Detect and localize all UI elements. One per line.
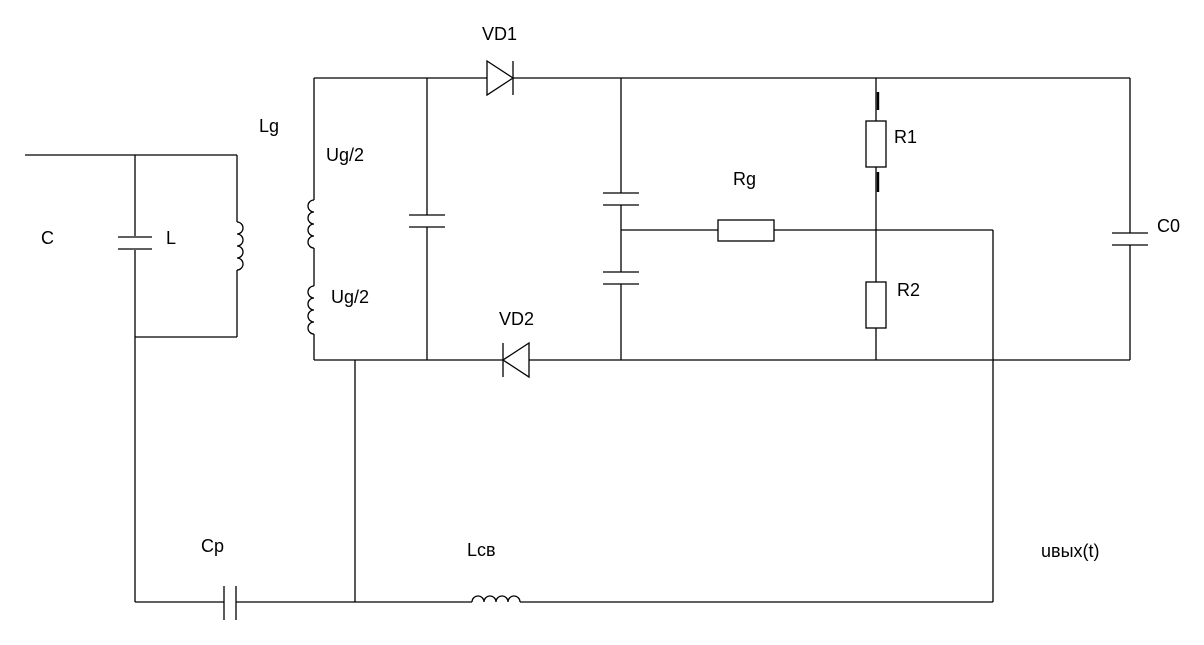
- label-lg: Lg: [259, 116, 279, 136]
- inductor-lg-lower-symbol: [307, 285, 315, 335]
- input-tank-wires: [25, 154, 238, 602]
- label-uout: uвых(t): [1041, 541, 1100, 561]
- label-rg: Rg: [733, 169, 756, 189]
- capacitor-c0: [1112, 78, 1148, 360]
- inductor-lcb-symbol: [471, 595, 521, 603]
- label-r1: R1: [894, 127, 917, 147]
- label-c0: C0: [1157, 216, 1180, 236]
- label-cp: Cp: [201, 536, 224, 556]
- capacitor-cp-symbol: [223, 586, 237, 620]
- resistor-r1-r2: [865, 78, 887, 360]
- capacitor-parallel-coil: [409, 78, 445, 360]
- diode-vd1-symbol: [486, 59, 515, 97]
- label-vd2: VD2: [499, 309, 534, 329]
- label-ug-bottom: Ug/2: [331, 287, 369, 307]
- diode-vd2-symbol: [501, 341, 530, 379]
- inductor-l-symbol: [236, 221, 244, 271]
- capacitor-c-symbol: [118, 236, 152, 250]
- label-lcb: Lсв: [467, 540, 496, 560]
- capacitor-divider: [603, 78, 639, 360]
- resistor-rg-branch: [621, 219, 994, 602]
- label-vd1: VD1: [482, 24, 517, 44]
- coupling-loop: [135, 360, 993, 603]
- label-l: L: [166, 228, 176, 248]
- inductor-lg-upper-symbol: [307, 199, 315, 249]
- label-c: C: [41, 228, 54, 248]
- label-r2: R2: [897, 280, 920, 300]
- label-ug-top: Ug/2: [326, 145, 364, 165]
